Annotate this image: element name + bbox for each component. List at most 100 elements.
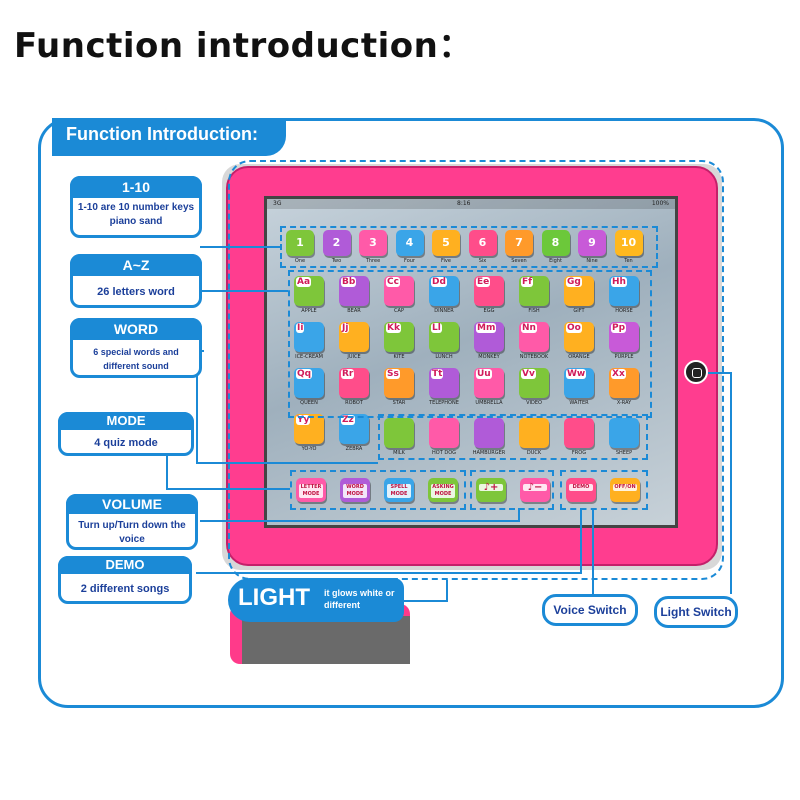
letter-key-letters: Qq: [296, 369, 313, 379]
connector-voice: [592, 508, 594, 596]
letter-key-u[interactable]: Uu: [474, 368, 504, 398]
number-key-3[interactable]: 3: [359, 230, 387, 256]
letter-key-c[interactable]: Cc: [384, 276, 414, 306]
letter-key-v[interactable]: Vv: [519, 368, 549, 398]
spell-mode-button[interactable]: SPELL MODE: [384, 478, 414, 502]
letter-key-t[interactable]: Tt: [429, 368, 459, 398]
letter-key-letters: Vv: [521, 369, 536, 379]
connector-demo-b: [580, 508, 582, 574]
letter-key-p[interactable]: Pp: [609, 322, 639, 352]
asking-mode-button[interactable]: ASKING MODE: [428, 478, 458, 502]
page-heading: Function introduction：: [14, 26, 473, 66]
letter-key-letters: Ss: [386, 369, 400, 379]
letter-key-q[interactable]: Qq: [294, 368, 324, 398]
letter-key-m[interactable]: Mm: [474, 322, 504, 352]
connector-mode-b: [166, 488, 290, 490]
connector-numbers: [200, 246, 282, 248]
callout-numbers-text: 1-10 are 10 number keys piano sand: [77, 202, 195, 227]
letter-key-letters: Oo: [566, 323, 582, 333]
number-key-6[interactable]: 6: [468, 230, 497, 256]
letter-key-y[interactable]: Yy: [294, 414, 324, 444]
mode-region: [290, 470, 466, 510]
word-key-sheep[interactable]: [609, 418, 639, 448]
letter-key-z[interactable]: Zz: [339, 414, 369, 444]
callout-demo-title: DEMO: [58, 556, 192, 574]
number-key-label: Ten: [624, 258, 633, 264]
number-key-1[interactable]: 1: [286, 230, 314, 256]
callout-letters: A~Z 26 letters word: [70, 254, 202, 308]
connector-demo-a: [196, 572, 582, 574]
letter-key-o[interactable]: Oo: [564, 322, 594, 352]
letter-key-b[interactable]: Bb: [339, 276, 369, 306]
word-key-milk[interactable]: [384, 418, 414, 448]
letter-key-a[interactable]: Aa: [294, 276, 324, 306]
letter-key-j[interactable]: Jj: [339, 322, 369, 352]
word-key-label: SHEEP: [615, 450, 633, 456]
demo-region: [560, 470, 648, 510]
number-key-8[interactable]: 8: [541, 230, 570, 256]
letters-region: [288, 270, 652, 418]
panel-title-tab: Function Introduction:: [52, 118, 286, 156]
letter-key-x[interactable]: Xx: [609, 368, 639, 398]
word-key-label: FROG: [571, 450, 587, 456]
letter-key-label: UMBRELLA: [475, 400, 503, 406]
letter-key-n[interactable]: Nn: [519, 322, 549, 352]
callout-letters-text: 26 letters word: [97, 286, 175, 298]
battery-indicator: 100%: [651, 200, 669, 207]
callout-mode: MODE 4 quiz mode: [58, 412, 194, 456]
letter-key-f[interactable]: Ff: [519, 276, 549, 306]
letter-key-i[interactable]: Ii: [294, 322, 324, 352]
number-key-2[interactable]: 2: [322, 230, 351, 256]
volume-up-icon: ♪+: [479, 483, 503, 493]
letter-key-d[interactable]: Dd: [429, 276, 459, 306]
letter-key-r[interactable]: Rr: [339, 368, 369, 398]
letter-key-w[interactable]: Ww: [564, 368, 594, 398]
number-key-5[interactable]: 5: [432, 230, 460, 256]
number-key-7[interactable]: 7: [505, 230, 533, 256]
letter-key-label: WAITER: [569, 400, 589, 406]
demo-button[interactable]: DEMO: [566, 478, 596, 502]
number-key-4[interactable]: 4: [395, 230, 424, 256]
letter-key-k[interactable]: Kk: [384, 322, 414, 352]
word-mode-button[interactable]: WORD MODE: [340, 478, 370, 502]
letter-key-l[interactable]: Ll: [429, 322, 459, 352]
letter-key-label: QUEEN: [300, 400, 318, 406]
light-switch-button[interactable]: [684, 360, 708, 384]
letter-key-label: EGG: [483, 308, 495, 314]
voice-switch-label: Voice Switch: [542, 594, 638, 626]
letter-key-e[interactable]: Ee: [474, 276, 504, 306]
word-key-duck[interactable]: [519, 418, 549, 448]
letter-key-label: MONKEY: [478, 354, 500, 360]
callout-demo-text: 2 different songs: [80, 583, 170, 595]
callout-word: WORD 6 special words and different sound: [70, 318, 202, 378]
letter-key-label: HORSE: [615, 308, 633, 314]
word-key-hot-dog[interactable]: [429, 418, 459, 448]
letter-mode-button[interactable]: LETTER MODE: [296, 478, 326, 502]
connector-mode-a: [166, 448, 168, 490]
letter-key-g[interactable]: Gg: [564, 276, 594, 306]
word-key-hamburger[interactable]: [474, 418, 504, 448]
word-key-frog[interactable]: [564, 418, 594, 448]
number-key-9[interactable]: 9: [578, 230, 606, 256]
callout-word-title: WORD: [70, 318, 202, 340]
light-callout: LIGHT it glows white or different: [228, 578, 404, 622]
letter-key-label: ICE-CREAM: [295, 354, 323, 360]
off-on-button[interactable]: OFF/ON: [610, 478, 640, 502]
volume-region: [470, 470, 554, 510]
light-region: [228, 160, 724, 580]
letter-key-s[interactable]: Ss: [384, 368, 414, 398]
letter-key-letters: Rr: [341, 369, 355, 379]
letter-key-label: NOTEBOOK: [519, 354, 549, 360]
letter-key-label: ZEBRA: [345, 446, 363, 452]
volume-down-button[interactable]: ♪−: [520, 478, 550, 502]
number-key-10[interactable]: 10: [614, 230, 643, 256]
volume-up-button[interactable]: ♪+: [476, 478, 506, 502]
number-key-label: One: [294, 258, 306, 264]
letter-key-h[interactable]: Hh: [609, 276, 639, 306]
letter-key-letters: Bb: [341, 277, 357, 287]
number-key-label: Eight: [549, 258, 562, 264]
connector-word-b: [196, 350, 198, 464]
connector-volume-b: [518, 508, 520, 522]
letter-key-label: PURPLE: [614, 354, 634, 360]
letter-key-letters: Cc: [386, 277, 400, 287]
